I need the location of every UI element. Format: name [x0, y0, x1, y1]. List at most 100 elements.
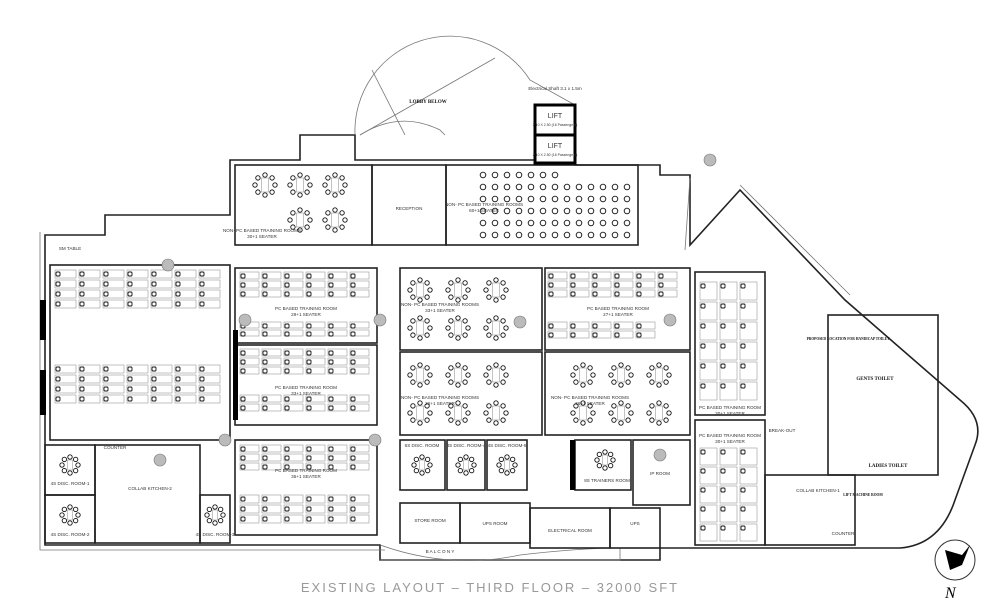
chair-icon [551, 207, 559, 215]
chair-icon [503, 195, 511, 203]
chair-icon [199, 271, 205, 277]
chair-icon [596, 451, 602, 457]
desk [349, 329, 370, 337]
chair-icon [486, 417, 492, 423]
chair-icon [199, 291, 205, 297]
chair-icon [350, 282, 356, 288]
desk [239, 403, 260, 412]
label-pc30a-seats: 30+1 SEATER [715, 411, 745, 416]
chair-icon [602, 449, 608, 455]
chair-icon [527, 207, 535, 215]
chair-icon [625, 403, 631, 409]
chair-icon [306, 323, 312, 329]
chair-icon [491, 219, 499, 227]
desk [349, 289, 370, 298]
desk [239, 462, 260, 471]
chair-icon [625, 365, 631, 371]
chair-icon [306, 516, 312, 522]
room-top-right [445, 164, 639, 246]
desk [102, 299, 125, 309]
chair-icon [656, 420, 662, 426]
desk [283, 348, 304, 357]
desk [327, 504, 348, 514]
chair-icon [240, 331, 246, 337]
desk [283, 289, 304, 298]
chair-icon [479, 207, 487, 215]
desk [613, 330, 634, 339]
chair-icon [527, 171, 535, 179]
chair-icon [151, 396, 157, 402]
chair-icon [339, 175, 345, 181]
label-pc27-seats: 27+1 SEATER [603, 312, 633, 317]
desk [349, 271, 370, 280]
chair-icon [287, 217, 293, 223]
chair-icon [486, 280, 492, 286]
chair-icon [563, 195, 571, 203]
chair-icon [325, 224, 331, 230]
label-lift-2: LIFT [548, 143, 563, 150]
table [416, 405, 424, 421]
chair-icon [240, 405, 246, 411]
chair-icon [350, 516, 356, 522]
desk [150, 299, 173, 309]
chair-icon [424, 318, 430, 324]
chair-icon [510, 456, 516, 462]
chair-icon [720, 343, 726, 349]
chair-icon [410, 318, 416, 324]
chair-icon [740, 487, 746, 493]
chair-icon [539, 219, 547, 227]
chair-icon [625, 379, 631, 385]
chair-icon [212, 504, 218, 510]
chair-icon [656, 400, 662, 406]
chair-icon [262, 506, 268, 512]
label-breakout: BREAK-OUT [769, 428, 796, 433]
desk [261, 329, 282, 337]
desk [327, 366, 348, 375]
chair-icon [587, 219, 595, 227]
chair-icon [59, 512, 65, 518]
desk [78, 279, 101, 289]
chair-icon [240, 396, 246, 402]
chair-icon [611, 403, 617, 409]
chair-icon [73, 506, 79, 512]
chair-icon [455, 315, 461, 321]
desk [305, 357, 326, 366]
chair-icon [656, 382, 662, 388]
chair-icon [306, 273, 312, 279]
chair-icon [570, 273, 576, 279]
column [238, 313, 252, 327]
chair-icon [427, 372, 433, 378]
desk [635, 321, 656, 330]
desk [126, 374, 149, 384]
chair-icon [465, 325, 471, 331]
table [579, 405, 587, 421]
desk [239, 444, 260, 453]
chair-icon [417, 400, 423, 406]
chair-icon [548, 323, 554, 329]
chair-icon [573, 417, 579, 423]
label-gents-toilet: GENTS TOILET [856, 377, 894, 382]
chair-icon [575, 183, 583, 191]
chair-icon [73, 518, 79, 524]
chair-icon [636, 332, 642, 338]
chair-icon [700, 283, 706, 289]
label-kitchen-1: COLLAB KITCHEN-1 [796, 488, 840, 493]
chair-icon [663, 417, 669, 423]
chair-icon [700, 487, 706, 493]
table [416, 367, 424, 383]
chair-icon [503, 287, 509, 293]
chair-icon [700, 303, 706, 309]
chair-icon [720, 506, 726, 512]
chair-icon [587, 195, 595, 203]
chair-icon [592, 332, 598, 338]
chair-icon [610, 457, 616, 463]
chair-icon [339, 224, 345, 230]
chair-icon [306, 506, 312, 512]
chair-icon [666, 410, 672, 416]
chair-icon [262, 192, 268, 198]
desk [261, 321, 282, 329]
label-disc4b: 4S DISC. ROOM-5 [488, 443, 527, 448]
chair-icon [417, 335, 423, 341]
chair-icon [551, 231, 559, 239]
room-npc33 [399, 267, 543, 351]
